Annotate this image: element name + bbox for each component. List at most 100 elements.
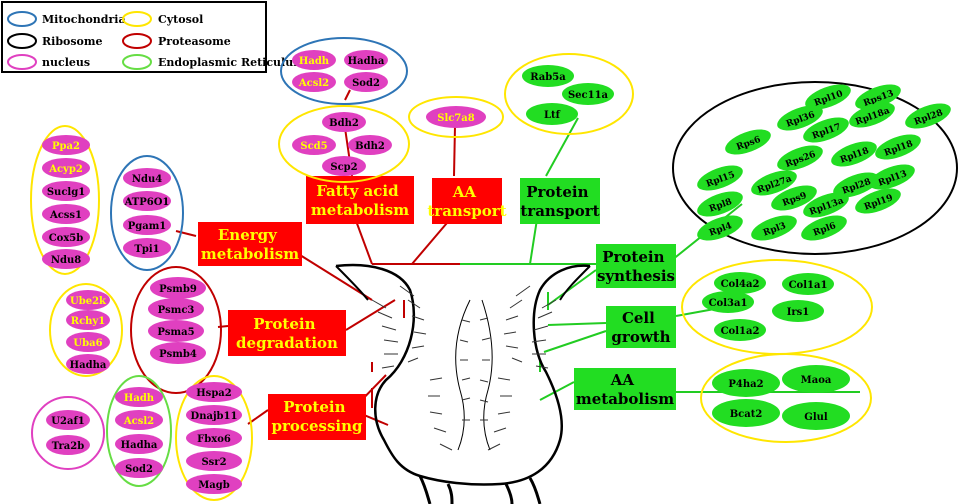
category-cell-growth: Cell growth	[606, 306, 676, 348]
gene-node-pgam1: Pgam1	[123, 215, 171, 235]
gene-node-label: Ssr2	[201, 457, 226, 468]
gene-node-label: Acsl2	[298, 78, 329, 89]
gene-node-maoa: Maoa	[782, 365, 850, 393]
gene-node-label: ATP6O1	[124, 197, 170, 208]
gene-node-psmb4: Psmb4	[150, 342, 206, 364]
gene-node-label: Sod2	[352, 78, 380, 89]
gene-node-acsl2: Acsl2	[115, 410, 163, 430]
gene-node-rpl18: Rpl18	[872, 129, 924, 164]
gene-node-tpi1: Tpi1	[123, 238, 171, 258]
gene-node-label: Psma5	[157, 327, 194, 338]
category-aa-transport-line2: transport	[427, 202, 506, 220]
gene-node-label: Ndu4	[132, 174, 162, 185]
gene-node-label: Suclg1	[47, 187, 85, 198]
gene-node-label: Bdh2	[355, 141, 385, 152]
category-aa-metabolism: AA metabolism	[574, 368, 676, 410]
gene-node-cox5b: Cox5b	[42, 227, 90, 247]
gene-node-ndu4: Ndu4	[123, 168, 171, 188]
gene-node-irs1: Irs1	[772, 300, 824, 322]
gene-node-label: Maoa	[801, 375, 832, 386]
gene-node-tra2b: Tra2b	[46, 435, 90, 455]
svg-text:Protein synthesis: Protein synthesis	[597, 248, 675, 285]
gene-node-label: Col1a2	[721, 326, 760, 337]
gene-node-ube2k: Ube2k	[66, 290, 110, 310]
gene-node-label: Bdh2	[329, 118, 359, 129]
category-protein-processing: Protein processing	[268, 394, 366, 440]
gene-node-hadha: Hadha	[344, 50, 388, 70]
gene-node-magb: Magb	[186, 474, 242, 494]
gene-node-label: Tpi1	[134, 244, 159, 255]
gene-node-label: Hadh	[299, 56, 330, 67]
gene-node-rps26: Rps26	[774, 140, 826, 175]
category-protein-degradation-line2: degradation	[236, 334, 338, 352]
gene-node-label: Hadh	[124, 393, 155, 404]
category-aa-metabolism-line1: AA	[610, 371, 635, 389]
gene-node-label: Col4a2	[721, 279, 760, 290]
gene-nodes: HadhHadhaAcsl2Sod2Bdh2Scd5Bdh2Scp2Slc7a8…	[42, 50, 954, 494]
legend-nucleus-label: nucleus	[42, 56, 90, 69]
category-aa-metabolism-line2: metabolism	[576, 390, 674, 408]
gene-node-scp2: Scp2	[322, 156, 366, 176]
gene-node-col1a1: Col1a1	[782, 273, 834, 295]
gene-node-label: Ppa2	[52, 141, 80, 152]
gene-node-label: Bcat2	[730, 409, 763, 420]
category-energy: Energy metabolism	[198, 222, 302, 266]
gene-node-p4ha2: P4ha2	[712, 369, 780, 397]
gene-node-bdh2: Bdh2	[348, 135, 392, 155]
gene-node-dnajb11: Dnajb11	[186, 405, 242, 425]
gene-node-label: Sod2	[125, 464, 153, 475]
gene-node-label: Ndu8	[51, 255, 81, 266]
gene-node-atp6o1: ATP6O1	[123, 191, 171, 211]
gene-node-label: Pgam1	[128, 221, 167, 232]
gene-node-label: Rab5a	[530, 72, 566, 83]
gene-node-rpl15: Rpl15	[694, 160, 746, 195]
gene-node-label: Psmc3	[158, 305, 195, 316]
svg-text:Protein processing: Protein processing	[271, 398, 363, 435]
gene-node-label: Uba6	[73, 338, 102, 349]
gene-node-label: Magb	[198, 480, 230, 491]
gene-node-ltf: Ltf	[526, 103, 578, 125]
gene-node-label: Hadha	[121, 440, 158, 451]
gene-node-col1a2: Col1a2	[714, 319, 766, 341]
gene-node-rpl18: Rpl18	[828, 136, 880, 171]
category-protein-synthesis: Protein synthesis	[596, 244, 676, 288]
gene-node-sec11a: Sec11a	[562, 83, 614, 105]
gene-node-label: Ube2k	[70, 296, 107, 307]
gene-node-col4a2: Col4a2	[714, 272, 766, 294]
gene-node-label: Acyp2	[48, 164, 83, 175]
category-protein-synthesis-line2: synthesis	[597, 267, 675, 285]
category-protein-transport-line1: Protein	[526, 183, 588, 201]
organ-illustration	[336, 265, 590, 504]
category-boxes: Fatty acid metabolism AA transport Energ…	[198, 176, 676, 440]
gene-node-psmc3: Psmc3	[148, 298, 204, 320]
gene-node-label: Slc7a8	[437, 113, 475, 124]
legend-cytosol-label: Cytosol	[158, 13, 203, 26]
gene-node-acss1: Acss1	[42, 204, 90, 224]
legend-mitochondria-label: Mitochondria	[42, 13, 126, 26]
gene-node-hadh: Hadh	[115, 387, 163, 407]
category-protein-transport: Protein transport	[520, 178, 600, 224]
category-fatty-acid-line2: metabolism	[311, 201, 409, 219]
gene-node-label: Scp2	[330, 162, 357, 173]
legend: Mitochondria Cytosol Ribosome Proteasome…	[2, 2, 305, 72]
gene-node-label: Hadha	[70, 360, 107, 371]
gene-node-ssr2: Ssr2	[186, 451, 242, 471]
gene-node-hadha: Hadha	[66, 354, 110, 374]
gene-node-label: Acss1	[49, 210, 82, 221]
category-aa-transport-line1: AA	[452, 183, 477, 201]
gene-node-label: U2af1	[51, 416, 84, 427]
gene-node-label: Cox5b	[49, 233, 84, 244]
gene-node-rpl3: Rpl3	[748, 210, 800, 245]
gene-node-label: Col3a1	[709, 298, 748, 309]
gene-node-rab5a: Rab5a	[522, 65, 574, 87]
gene-node-hadha: Hadha	[115, 434, 163, 454]
category-fatty-acid: Fatty acid metabolism	[306, 176, 414, 224]
category-protein-synthesis-line1: Protein	[602, 248, 664, 266]
category-protein-degradation: Protein degradation	[228, 310, 346, 356]
gene-node-acsl2: Acsl2	[292, 72, 336, 92]
gene-node-label: Rchy1	[71, 316, 105, 327]
gene-node-label: Hadha	[348, 56, 385, 67]
category-protein-degradation-line1: Protein	[253, 315, 315, 333]
gene-node-hadh: Hadh	[292, 50, 336, 70]
